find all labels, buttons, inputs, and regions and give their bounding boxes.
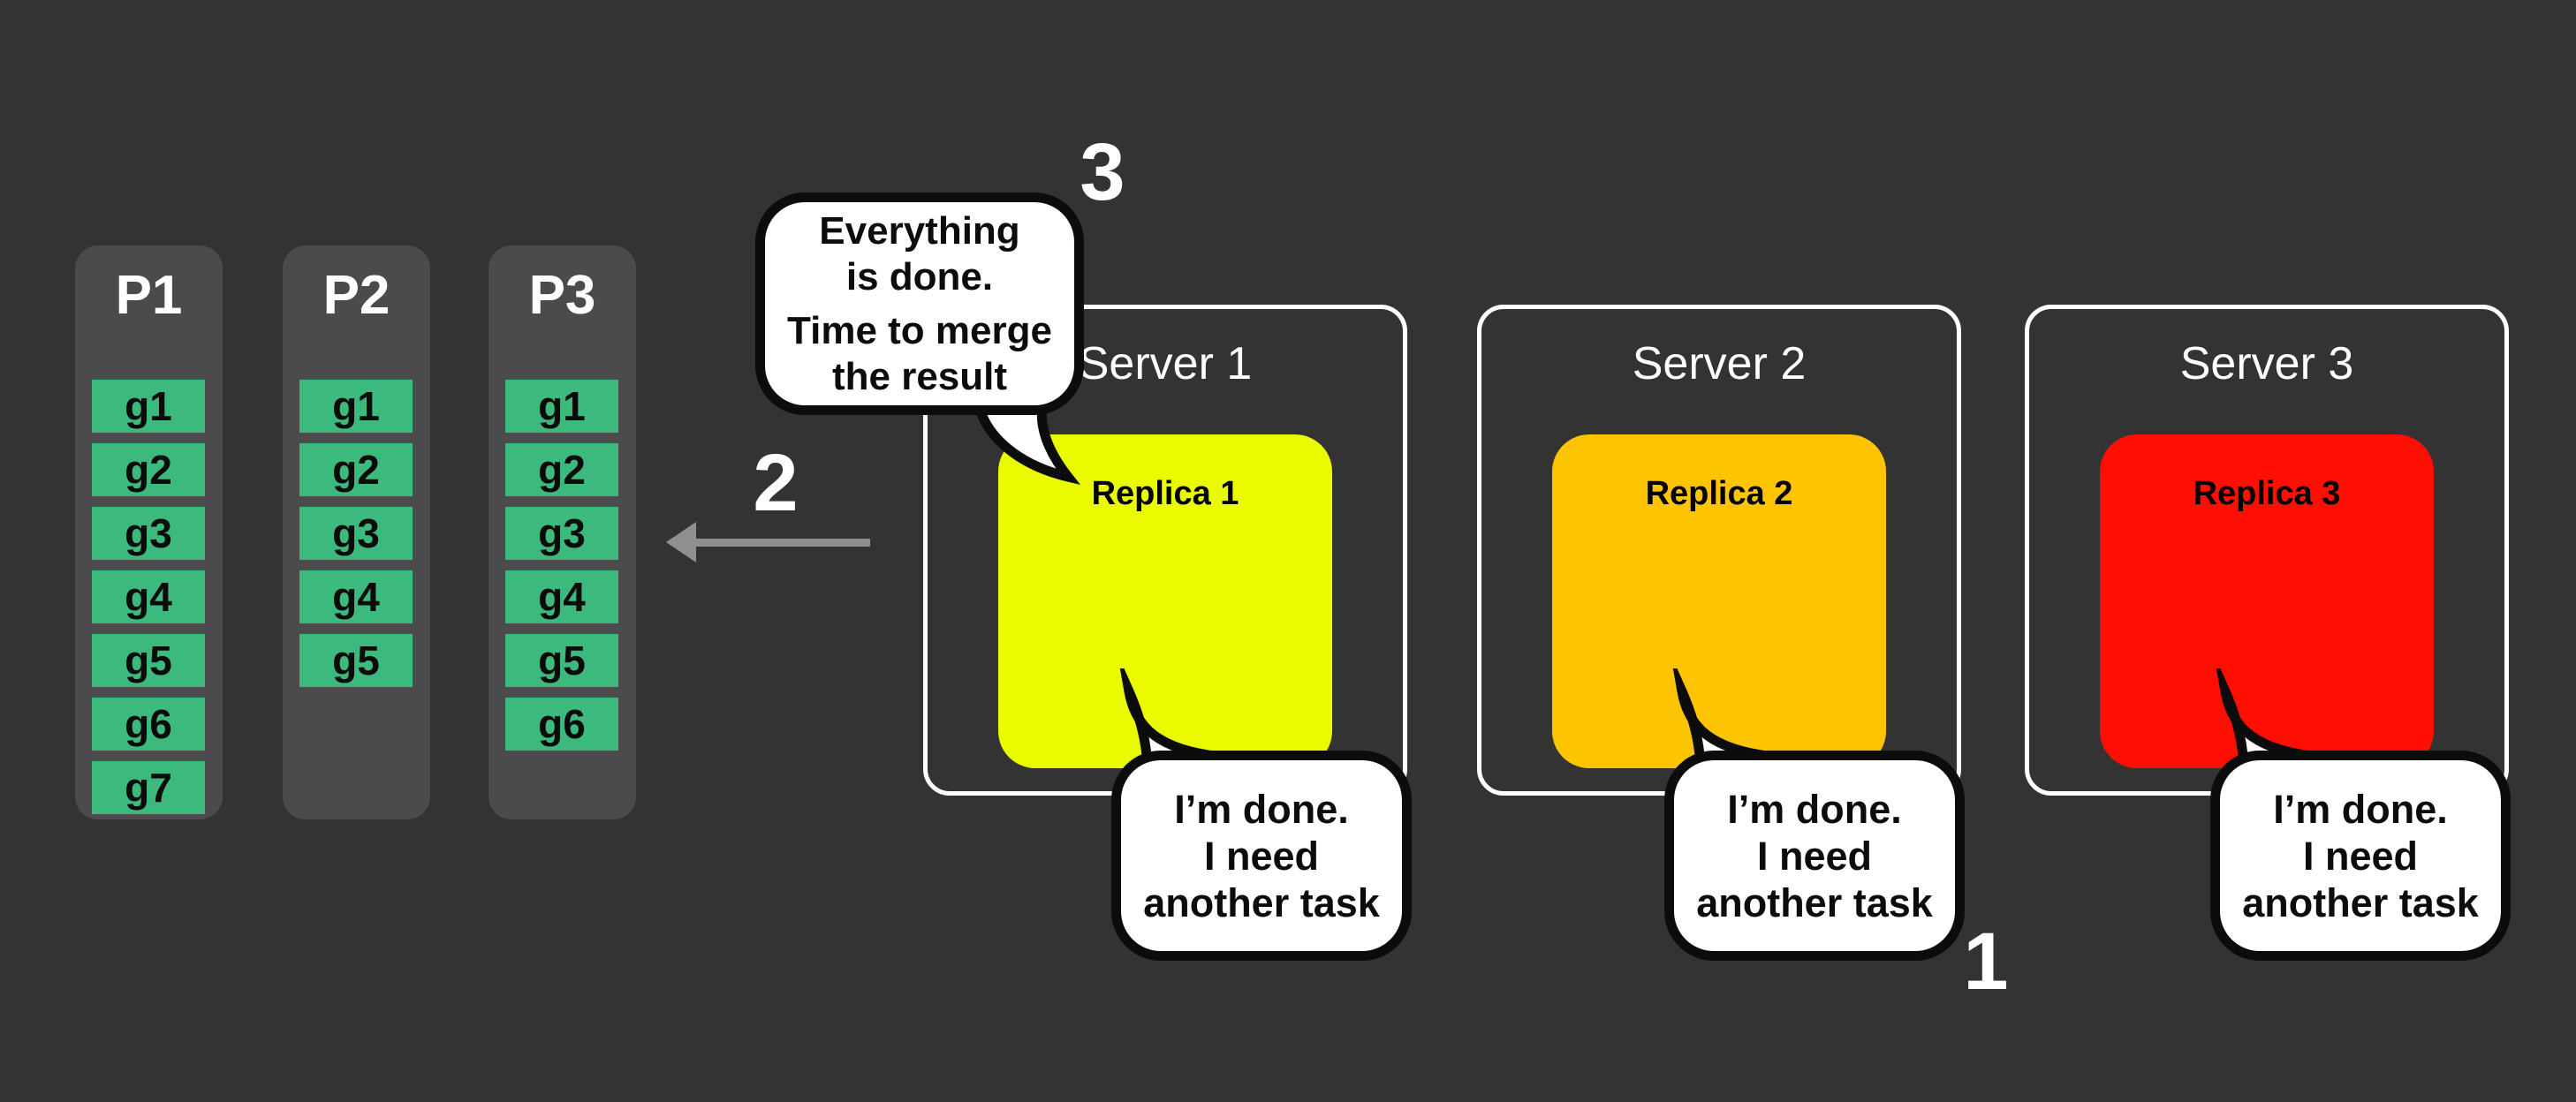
server-title: Server 2 <box>1632 338 1807 389</box>
task-item: g3 <box>92 507 205 560</box>
task-item: g6 <box>92 698 205 751</box>
done-bubble-line: another task <box>1696 879 1933 925</box>
done-bubble-2: I’m done. I need another task <box>1664 751 1965 961</box>
replica-box-3: Replica 3 <box>2100 434 2434 768</box>
task-list: g1 g2 g3 g4 g5 g6 g7 <box>92 380 205 825</box>
done-bubble-line: I’m done. <box>1174 786 1349 832</box>
server-title: Server 1 <box>1078 338 1253 389</box>
task-item: g5 <box>299 634 413 687</box>
server-box-1: Server 1 Replica 1 <box>923 305 1407 796</box>
step-number-2: 2 <box>753 438 799 528</box>
task-list: g1 g2 g3 g4 g5 g6 <box>505 380 618 761</box>
task-item: g2 <box>505 443 618 496</box>
done-bubble-line: another task <box>2242 879 2479 925</box>
done-bubble-line: I need <box>2302 833 2419 879</box>
task-item: g7 <box>92 761 205 814</box>
replica-title: Replica 1 <box>1091 475 1239 512</box>
done-bubble-line: I’m done. <box>1727 786 1902 832</box>
task-item: g2 <box>92 443 205 496</box>
replica-box-2: Replica 2 <box>1552 434 1886 768</box>
task-item: g1 <box>299 380 413 433</box>
replica-title: Replica 3 <box>2193 475 2341 512</box>
done-bubble-line: I’m done. <box>2273 786 2448 832</box>
replica-box-1: Replica 1 <box>998 434 1332 768</box>
task-item: g5 <box>92 634 205 687</box>
task-item: g5 <box>505 634 618 687</box>
partition-title: P3 <box>528 265 596 326</box>
server-box-3: Server 3 Replica 3 <box>2025 305 2509 796</box>
done-bubble-line: I need <box>1756 833 1873 879</box>
step-number-3: 3 <box>1080 127 1125 217</box>
merge-arrow-shaft <box>691 539 870 547</box>
step-number-1: 1 <box>1963 917 2009 1007</box>
partition-title: P1 <box>115 265 183 326</box>
merge-bubble-line: the result <box>831 354 1008 398</box>
merge-bubble-line: Everything <box>819 208 1020 253</box>
partition-column-p3: P3 g1 g2 g3 g4 g5 g6 <box>489 245 636 819</box>
task-item: g4 <box>299 570 413 623</box>
task-item: g3 <box>505 507 618 560</box>
done-bubble-line: I need <box>1203 833 1320 879</box>
task-item: g4 <box>505 570 618 623</box>
done-bubble-3: I’m done. I need another task <box>2210 751 2511 961</box>
task-item: g3 <box>299 507 413 560</box>
merge-bubble-line: is done. <box>845 254 994 298</box>
server-title: Server 3 <box>2179 338 2354 389</box>
task-item: g1 <box>505 380 618 433</box>
partition-title: P2 <box>322 265 390 326</box>
merge-arrow-left-icon <box>666 522 696 562</box>
merge-bubble-line: Time to merge <box>787 308 1052 352</box>
partition-column-p1: P1 g1 g2 g3 g4 g5 g6 g7 <box>75 245 223 819</box>
task-item: g4 <box>92 570 205 623</box>
task-list: g1 g2 g3 g4 g5 <box>299 380 413 698</box>
done-bubble-line: another task <box>1143 879 1380 925</box>
replica-title: Replica 2 <box>1645 475 1793 512</box>
merge-bubble: Everything is done. Time to merge the re… <box>755 192 1084 415</box>
done-bubble-1: I’m done. I need another task <box>1111 751 1412 961</box>
partition-column-p2: P2 g1 g2 g3 g4 g5 <box>283 245 430 819</box>
task-item: g1 <box>92 380 205 433</box>
task-item: g2 <box>299 443 413 496</box>
task-item: g6 <box>505 698 618 751</box>
